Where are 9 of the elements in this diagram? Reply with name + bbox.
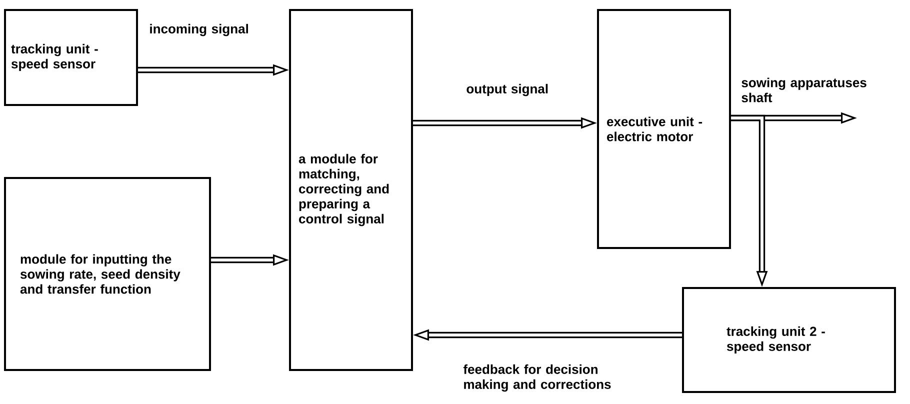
block-box: executive unit - electric motor (597, 9, 731, 249)
edge-label: sowing apparatuses shaft (742, 78, 866, 102)
block-box: module for inputting the sowing rate, seed density and transfer function (4, 177, 212, 371)
block-box: tracking unit 2 - speed sensor (682, 286, 896, 393)
block-box: tracking unit - speed sensor (4, 9, 138, 106)
edge-label: feedback for decision making and corrections (463, 364, 611, 392)
block-box: a module for matching, correcting and preparing a control signal (289, 9, 413, 371)
edge-label: incoming signal (150, 24, 248, 36)
edge-label: output signal (466, 84, 548, 96)
